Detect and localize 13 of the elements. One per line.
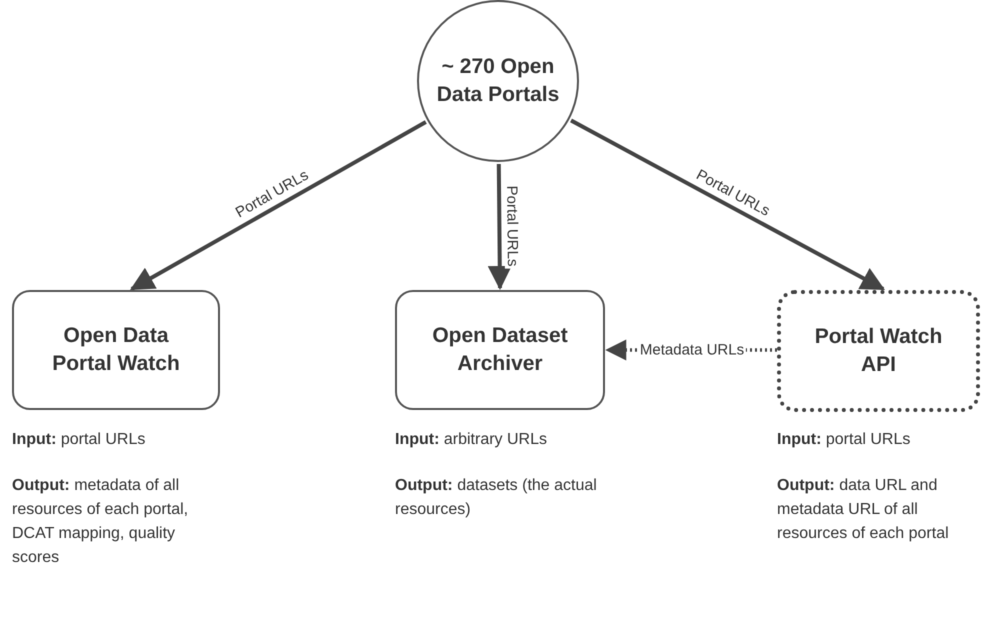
component-box: Portal Watch API [777,290,980,412]
component-box: Open Dataset Archiver [395,290,605,410]
description-text: Input: portal URLs [12,430,146,450]
edge-label: Metadata URLs [638,342,746,358]
description-text: Output: data URL and metadata URL of all resources of each portal [777,476,950,544]
arrow [570,118,885,291]
description-text: Input: portal URLs [777,430,912,450]
arrow [488,164,512,290]
arrow [130,120,427,291]
component-box: Open Data Portal Watch [12,290,220,410]
description-text: Output: metadata of all resources of each portal, DCAT mapping, quality scores [12,476,190,568]
description-text: Output: datasets (the actual resources) [395,476,598,520]
description-text: Input: arbitrary URLs [395,430,548,450]
